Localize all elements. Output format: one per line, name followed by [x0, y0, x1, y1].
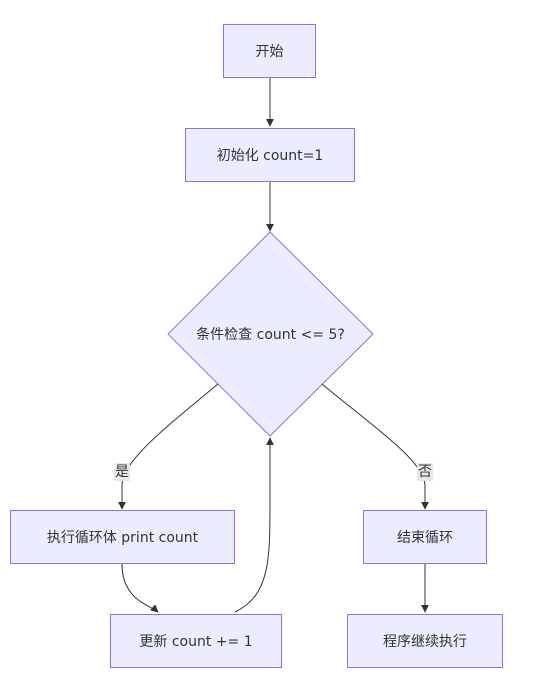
edge-label-no: 否 [417, 463, 433, 481]
node-continue: 程序继续执行 [347, 614, 503, 668]
edge-update-to-condition [234, 437, 274, 613]
node-update-label: 更新 count += 1 [139, 634, 253, 650]
node-condition: 条件检查 count <= 5? [168, 320, 373, 348]
node-end-loop-label: 结束循环 [397, 530, 453, 546]
node-end-loop: 结束循环 [363, 510, 487, 564]
node-init-label: 初始化 count=1 [216, 148, 324, 164]
node-body: 执行循环体 print count [10, 510, 235, 564]
edge-label-yes: 是 [114, 463, 130, 481]
node-condition-label: 条件检查 count <= 5? [196, 327, 345, 343]
edge-condition-to-body [118, 383, 219, 510]
node-start: 开始 [223, 24, 316, 78]
edge-condition-to-end [321, 383, 429, 510]
node-start-label: 开始 [255, 44, 284, 60]
node-update: 更新 count += 1 [110, 614, 282, 668]
node-init: 初始化 count=1 [185, 128, 355, 182]
edge-body-to-update [121, 563, 159, 613]
node-body-label: 执行循环体 print count [46, 530, 199, 546]
node-continue-label: 程序继续执行 [383, 634, 467, 650]
condition-diamond-shape [167, 231, 374, 437]
